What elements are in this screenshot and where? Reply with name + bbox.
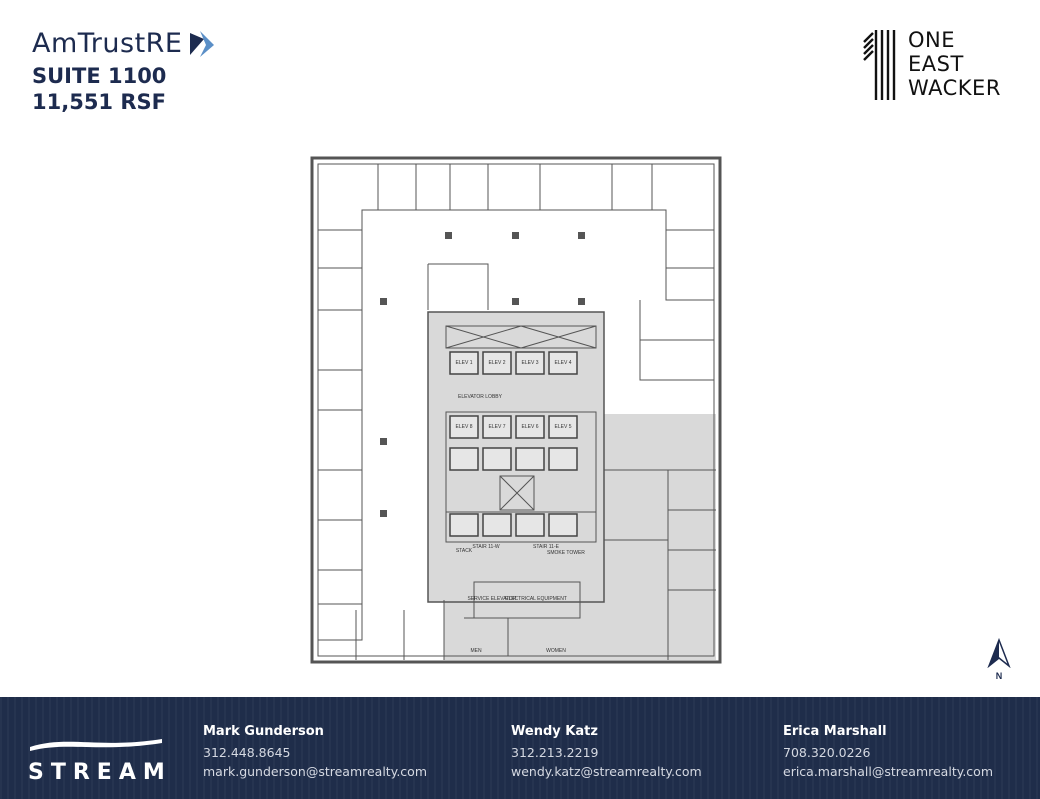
elevator-label: ELEV 2 [489,360,506,366]
contact-name: Mark Gunderson [203,724,324,739]
stream-logo: STREAM [28,735,172,785]
elevator-car [548,447,578,471]
smoke-tower-label: SMOKE TOWER [547,550,585,556]
north-label: N [995,671,1003,681]
elevator-label: ELEV 3 [522,360,539,366]
stair-e-label: STAIR 11-E [533,544,560,550]
contact-name: Erica Marshall [783,724,887,739]
elevator-car [548,351,578,375]
one-east-wacker-logo: ONE EAST WACKER [862,28,1001,102]
brand-name: AmTrustRE [32,28,183,59]
building-line-3: WACKER [908,76,1001,100]
elevator-shafts: ELEV 1 ELEV 8 ELEV 2 ELEV 7 ELEV 3 ELEV 6 ELEV… [449,351,578,537]
service-elevator-label: SERVICE ELEVATOR [467,596,516,602]
contact-card: Mark Gunderson 312.448.8645 mark.gunders… [203,724,427,781]
suite-number: SUITE 1100 [32,64,167,88]
elevator-label: ELEV 7 [489,424,506,430]
suite-area: 11,551 RSF [32,90,166,114]
elevator-car [482,351,512,375]
elevator-car [548,513,578,537]
elevator-label: ELEV 5 [555,424,572,430]
contact-email[interactable]: erica.marshall@streamrealty.com [783,764,994,779]
men-restroom-label: MEN [470,648,482,654]
elevator-label: ELEV 8 [456,424,473,430]
elevator-car [515,415,545,439]
women-restroom-label: WOMEN [546,648,566,654]
elevator-car [515,351,545,375]
building-logo-icon [863,30,896,100]
stair-w-label: STAIR 11-W [472,544,500,550]
elevator-car [449,351,479,375]
north-arrow: N [984,637,1014,681]
contact-phone[interactable]: 312.213.2219 [511,745,599,760]
elevator-label: ELEV 4 [555,360,572,366]
contact-card: Wendy Katz 312.213.2219 wendy.katz@strea… [511,724,702,781]
stream-wordmark: STREAM [28,760,172,785]
stream-wave-icon [30,739,162,751]
elevator-car [482,415,512,439]
elevator-lobby-label: ELEVATOR LOBBY [458,394,503,400]
elevator-car [482,447,512,471]
contact-phone[interactable]: 312.448.8645 [203,745,291,760]
contact-email[interactable]: mark.gunderson@streamrealty.com [203,764,427,779]
elevator-car [449,513,479,537]
elevator-car [548,415,578,439]
elevator-label: ELEV 6 [522,424,539,430]
elevator-car [449,447,479,471]
contact-card: Erica Marshall 708.320.0226 erica.marsha… [783,724,993,781]
building-line-2: EAST [908,52,964,76]
elevator-car [515,513,545,537]
north-arrow-icon [987,637,1011,669]
elevator-car [482,513,512,537]
stack-label: STACK [456,548,473,554]
elevator-car [449,415,479,439]
building-line-1: ONE [908,28,956,52]
elevator-label: ELEV 1 [456,360,473,366]
amtrust-logo: AmTrustRE [32,28,216,59]
contact-email[interactable]: wendy.katz@streamrealty.com [511,764,702,779]
floor-plan: ELEV 1 ELEV 8 ELEV 2 ELEV 7 ELEV 3 ELEV 6 ELEV… [310,156,722,664]
contact-name: Wendy Katz [511,724,598,739]
electrical-equipment-label: ELECTRICAL EQUIPMENT [505,596,567,602]
header: AmTrustRE SUITE 1100 11,551 RSF [32,28,216,115]
footer: STREAM Mark Gunderson 312.448.8645 mark.… [0,697,1040,799]
elevator-car [515,447,545,471]
amtrust-logo-icon [190,30,215,57]
contact-phone[interactable]: 708.320.0226 [783,745,871,760]
